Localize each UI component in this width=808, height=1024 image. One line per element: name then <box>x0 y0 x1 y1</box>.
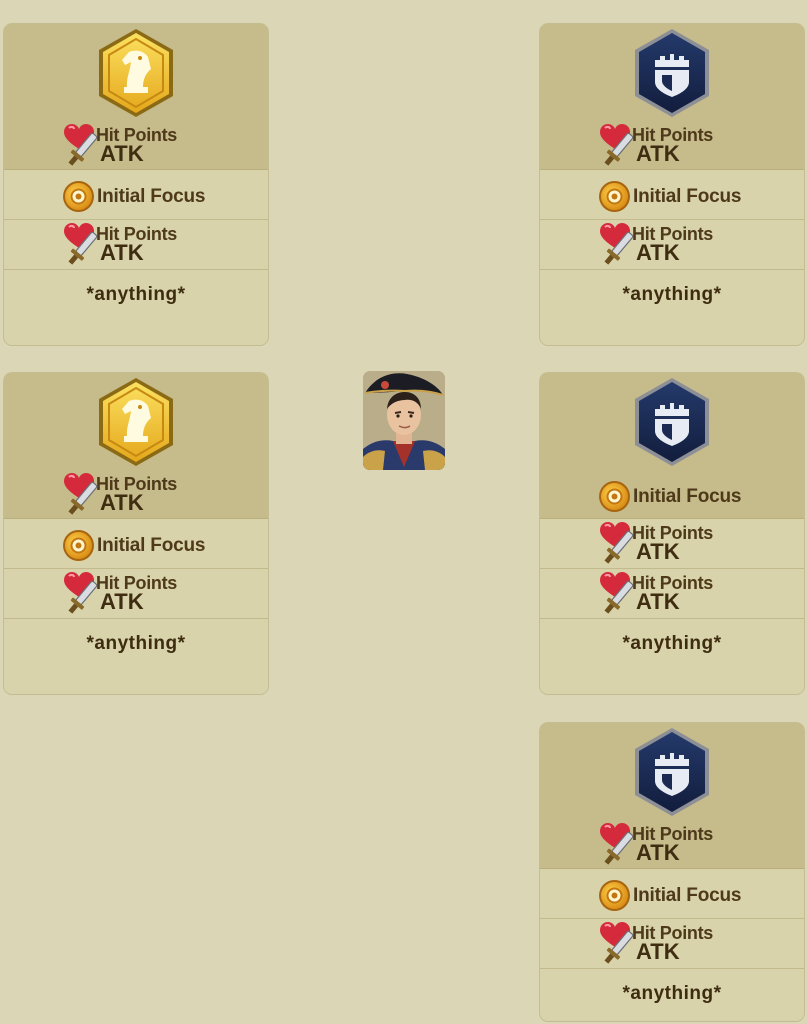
hp-atk-stat: Hit Points ATK <box>598 521 748 567</box>
focus-coin-icon <box>62 180 95 213</box>
card-header: Hit Points ATK <box>540 24 804 170</box>
hero-portrait-icon <box>363 371 445 470</box>
focus-coin-icon <box>598 879 631 912</box>
hp-atk-stat: Hit Points ATK <box>598 123 748 169</box>
hit-points-label: Hit Points <box>632 824 713 844</box>
castle-shield-emblem-icon <box>632 726 712 818</box>
initial-focus-stat: Initial Focus <box>598 172 758 218</box>
hp-atk-stat: Hit Points ATK <box>598 822 748 868</box>
focus-coin-icon <box>598 480 631 513</box>
hp-atk-stat: Hit Points ATK <box>62 472 212 518</box>
stat-row: Hit Points ATK <box>540 919 804 969</box>
hp-atk-stat: Hit Points ATK <box>598 222 748 268</box>
atk-label: ATK <box>100 240 144 265</box>
castle-shield-emblem-icon <box>632 376 712 468</box>
card-header: Hit Points ATK <box>4 24 268 170</box>
atk-label: ATK <box>636 141 680 166</box>
stat-row: Initial Focus <box>4 519 268 569</box>
hit-points-label: Hit Points <box>96 125 177 145</box>
napoleon-hero-portrait[interactable] <box>363 371 445 470</box>
heart-sword-icon <box>598 822 634 868</box>
anything-label: *anything* <box>622 983 722 1004</box>
initial-focus-stat: Initial Focus <box>62 521 222 567</box>
hp-atk-stat: Hit Points ATK <box>62 123 212 169</box>
anything-row: *anything* <box>540 270 804 345</box>
stat-row: Hit Points ATK <box>4 569 268 619</box>
focus-coin-icon <box>598 180 631 213</box>
leader-card-2[interactable]: Hit Points ATK Initial Focus Hit Points … <box>539 23 805 346</box>
anything-label: *anything* <box>86 633 186 654</box>
heart-sword-icon <box>62 222 98 268</box>
stat-row: Initial Focus <box>4 170 268 220</box>
atk-label: ATK <box>636 539 680 564</box>
initial-focus-label: Initial Focus <box>633 885 742 906</box>
hit-points-label: Hit Points <box>632 523 713 543</box>
heart-sword-icon <box>598 222 634 268</box>
stat-row: Hit Points ATK <box>4 220 268 270</box>
stat-row: Hit Points ATK <box>540 569 804 619</box>
anything-row: *anything* <box>4 270 268 345</box>
hit-points-label: Hit Points <box>96 573 177 593</box>
heart-sword-icon <box>62 472 98 518</box>
hit-points-label: Hit Points <box>632 224 713 244</box>
heart-sword-icon <box>62 123 98 169</box>
heart-sword-icon <box>62 571 98 617</box>
initial-focus-label: Initial Focus <box>633 186 742 207</box>
anything-label: *anything* <box>622 284 722 305</box>
atk-label: ATK <box>636 939 680 964</box>
heart-sword-icon <box>598 921 634 967</box>
initial-focus-stat: Initial Focus <box>598 472 758 518</box>
hit-points-label: Hit Points <box>632 573 713 593</box>
hp-atk-stat: Hit Points ATK <box>62 222 212 268</box>
leader-card-5[interactable]: Hit Points ATK Initial Focus Hit Points … <box>539 722 805 1022</box>
focus-coin-icon <box>62 529 95 562</box>
knight-chess-emblem-icon <box>96 376 176 468</box>
hit-points-label: Hit Points <box>96 224 177 244</box>
stat-row: Hit Points ATK <box>540 519 804 569</box>
anything-row: *anything* <box>4 619 268 694</box>
anything-label: *anything* <box>622 633 722 654</box>
hp-atk-stat: Hit Points ATK <box>598 921 748 967</box>
atk-label: ATK <box>100 490 144 515</box>
hit-points-label: Hit Points <box>632 125 713 145</box>
heart-sword-icon <box>598 123 634 169</box>
leader-card-3[interactable]: Hit Points ATK Initial Focus Hit Points … <box>3 372 269 695</box>
hp-atk-stat: Hit Points ATK <box>598 571 748 617</box>
hit-points-label: Hit Points <box>96 474 177 494</box>
initial-focus-label: Initial Focus <box>633 486 742 507</box>
anything-row: *anything* <box>540 619 804 694</box>
stat-row: Hit Points ATK <box>540 220 804 270</box>
atk-label: ATK <box>636 589 680 614</box>
card-header: Initial Focus <box>540 373 804 519</box>
stat-row: Initial Focus <box>540 869 804 919</box>
stat-row: Initial Focus <box>540 170 804 220</box>
hit-points-label: Hit Points <box>632 923 713 943</box>
heart-sword-icon <box>598 571 634 617</box>
atk-label: ATK <box>100 589 144 614</box>
atk-label: ATK <box>636 840 680 865</box>
anything-label: *anything* <box>86 284 186 305</box>
initial-focus-label: Initial Focus <box>97 186 206 207</box>
knight-chess-emblem-icon <box>96 27 176 119</box>
card-header: Hit Points ATK <box>4 373 268 519</box>
anything-row: *anything* <box>540 969 804 1021</box>
leader-card-4[interactable]: Initial Focus Hit Points ATK Hit Points … <box>539 372 805 695</box>
initial-focus-stat: Initial Focus <box>62 172 222 218</box>
atk-label: ATK <box>636 240 680 265</box>
leader-card-1[interactable]: Hit Points ATK Initial Focus Hit Points … <box>3 23 269 346</box>
hp-atk-stat: Hit Points ATK <box>62 571 212 617</box>
initial-focus-label: Initial Focus <box>97 535 206 556</box>
castle-shield-emblem-icon <box>632 27 712 119</box>
initial-focus-stat: Initial Focus <box>598 871 758 917</box>
atk-label: ATK <box>100 141 144 166</box>
heart-sword-icon <box>598 521 634 567</box>
card-header: Hit Points ATK <box>540 723 804 869</box>
